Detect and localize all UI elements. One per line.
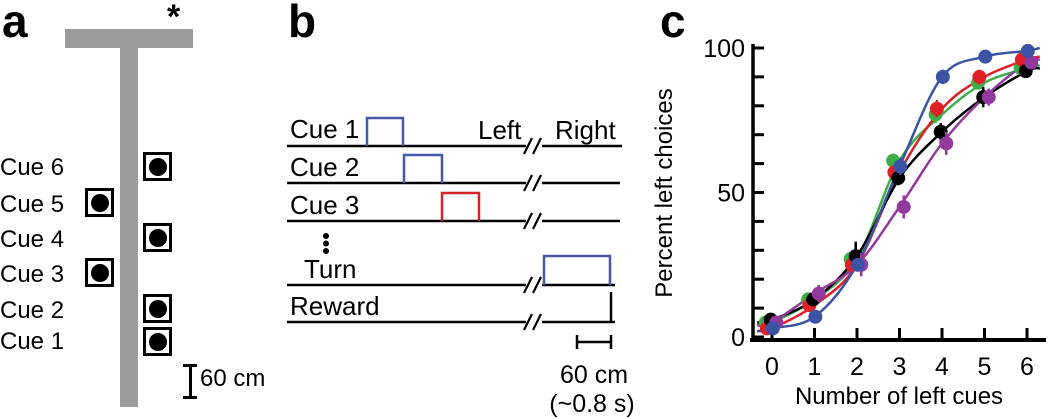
cue-marker-3 bbox=[85, 258, 114, 287]
row-label-cue1: Cue 1 bbox=[290, 114, 359, 144]
scalebar-top-cap bbox=[183, 364, 197, 367]
data-point-black-4 bbox=[933, 124, 948, 139]
y-axis-title: Percent left choices bbox=[651, 88, 678, 297]
y-tick-label-50: 50 bbox=[717, 180, 745, 208]
row-label-reward: Reward bbox=[290, 291, 380, 321]
data-point-purple-4 bbox=[939, 136, 954, 151]
scalebar-b bbox=[575, 335, 613, 349]
cue-label-1: Cue 1 bbox=[0, 328, 65, 355]
cue-label-2: Cue 2 bbox=[0, 297, 65, 324]
cue-dot-icon bbox=[90, 193, 109, 212]
cue1-pulse bbox=[365, 116, 405, 146]
data-point-blue-6 bbox=[1020, 43, 1035, 58]
cue-dot-icon bbox=[148, 299, 167, 318]
cue-label-6: Cue 6 bbox=[0, 154, 65, 181]
data-point-red-4 bbox=[929, 101, 944, 116]
cue3-pulse bbox=[440, 191, 481, 221]
curve-blue bbox=[756, 46, 1041, 333]
left-choice-label: Left bbox=[478, 115, 522, 145]
x-tick-label-1: 1 bbox=[808, 353, 822, 381]
turn-pulse bbox=[542, 254, 612, 285]
data-point-blue-0 bbox=[765, 321, 780, 336]
maze-stem bbox=[120, 29, 138, 407]
panel-c-letter: c bbox=[660, 0, 686, 47]
data-point-purple-3 bbox=[896, 199, 911, 214]
cue-dot-icon bbox=[148, 332, 167, 351]
cue-marker-6 bbox=[143, 152, 172, 181]
cue-label-5: Cue 5 bbox=[0, 191, 65, 218]
row-label-turn: Turn bbox=[304, 254, 357, 284]
reward-arm-asterisk: * bbox=[167, 0, 181, 36]
x-tick-label-0: 0 bbox=[765, 353, 779, 381]
cue-dot-icon bbox=[148, 228, 167, 247]
scalebar-bottom-cap bbox=[183, 396, 197, 399]
cue-label-3: Cue 3 bbox=[0, 261, 65, 288]
ellipsis-dots-icon bbox=[323, 233, 329, 254]
x-tick-label-6: 6 bbox=[1020, 353, 1034, 381]
cue-marker-5 bbox=[85, 188, 114, 217]
curve-red bbox=[756, 55, 1041, 333]
x-tick-label-2: 2 bbox=[850, 353, 864, 381]
curve-purple bbox=[756, 57, 1041, 328]
panel-b-letter: b bbox=[288, 0, 317, 47]
y-tick-label-100: 100 bbox=[703, 35, 745, 63]
cue-label-4: Cue 4 bbox=[0, 226, 65, 253]
data-point-blue-3 bbox=[893, 159, 908, 174]
cue-marker-4 bbox=[143, 223, 172, 252]
right-choice-label: Right bbox=[555, 115, 616, 145]
data-point-purple-6 bbox=[1024, 55, 1039, 70]
cue-marker-1 bbox=[143, 327, 172, 356]
scalebar-label: 60 cm bbox=[200, 365, 266, 392]
row-label-cue2: Cue 2 bbox=[290, 152, 359, 182]
curve-green bbox=[756, 64, 1041, 327]
data-point-black-3 bbox=[891, 171, 906, 186]
scalebar-b-time-label: (~0.8 s) bbox=[549, 390, 634, 418]
cue-marker-2 bbox=[143, 294, 172, 323]
data-point-blue-4 bbox=[935, 69, 950, 84]
data-point-blue-2 bbox=[850, 257, 865, 272]
cue-dot-icon bbox=[148, 157, 167, 176]
data-point-purple-1 bbox=[811, 286, 826, 301]
x-tick-label-5: 5 bbox=[978, 353, 992, 381]
curve-black bbox=[756, 66, 1041, 324]
cue2-pulse bbox=[402, 153, 444, 183]
x-tick-label-3: 3 bbox=[893, 353, 907, 381]
scalebar-line bbox=[189, 365, 192, 398]
x-axis-title: Number of left cues bbox=[795, 383, 1003, 410]
timing-baselines bbox=[287, 144, 622, 324]
data-point-purple-5 bbox=[981, 90, 996, 105]
y-tick-label-0: 0 bbox=[731, 324, 745, 352]
panel-a-letter: a bbox=[2, 0, 28, 47]
axis-break-marks bbox=[523, 137, 542, 331]
data-point-blue-1 bbox=[808, 309, 823, 324]
row-label-cue3: Cue 3 bbox=[290, 190, 359, 220]
cue-dot-icon bbox=[90, 263, 109, 282]
data-point-blue-5 bbox=[978, 49, 993, 64]
scalebar-b-distance-label: 60 cm bbox=[560, 361, 628, 389]
x-tick-label-4: 4 bbox=[935, 353, 949, 381]
data-point-red-5 bbox=[972, 69, 987, 84]
panel-b-timing-diagram: Cue 1 Cue 2 Cue 3 Turn Reward Left Right… bbox=[287, 114, 635, 418]
